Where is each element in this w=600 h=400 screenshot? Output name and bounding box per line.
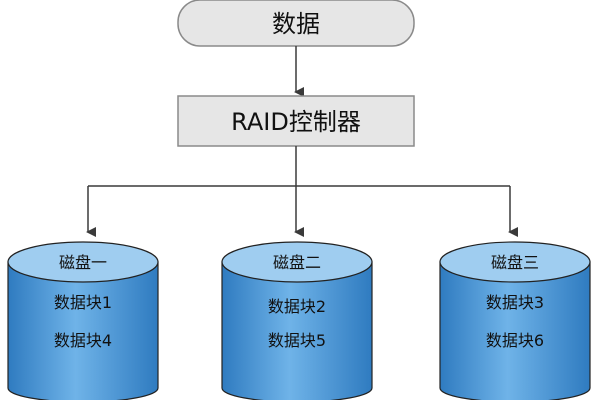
disk-3-name: 磁盘三 — [491, 253, 539, 272]
raid-controller-node: RAID控制器 — [177, 95, 415, 147]
disk-1-block-1: 数据块1 — [54, 293, 112, 312]
disk-2-block-2: 数据块5 — [268, 331, 326, 350]
disk-3: 磁盘三 数据块3 数据块6 — [439, 241, 591, 400]
disk-2-block-1: 数据块2 — [268, 297, 326, 316]
disk-2-name: 磁盘二 — [273, 253, 321, 272]
disk-2: 磁盘二 数据块2 数据块5 — [221, 241, 373, 400]
disk-1-block-2: 数据块4 — [54, 331, 112, 350]
disk-3-block-2: 数据块6 — [486, 331, 544, 350]
data-node-label: 数据 — [272, 10, 320, 38]
disk-1: 磁盘一 数据块1 数据块4 — [7, 241, 159, 400]
data-node: 数据 — [177, 0, 415, 47]
disk-1-name: 磁盘一 — [59, 253, 107, 272]
raid-controller-label: RAID控制器 — [231, 108, 361, 136]
disk-3-block-1: 数据块3 — [486, 293, 544, 312]
